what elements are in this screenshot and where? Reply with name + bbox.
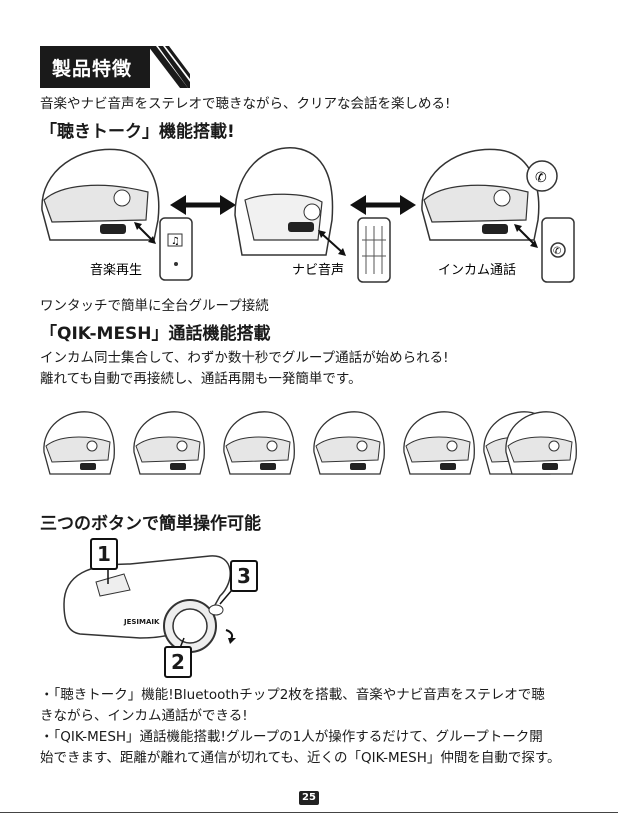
- note-line-3: ・「QIK-MESH」通話機能搭載!グループの1人が操作するだけて、グループトー…: [40, 729, 543, 745]
- note-line-2: きながら、インカム通話ができる!: [40, 708, 248, 724]
- helmet-icon: [43, 411, 115, 475]
- banner-stripes: [148, 46, 190, 88]
- section2-heading: 「QIK-MESH」通話機能搭載: [40, 324, 271, 344]
- section2-intro: ワンタッチで簡単に全台グループ接続: [40, 298, 269, 314]
- intercom-phone-icon: ✆: [541, 217, 575, 283]
- helmet-row: [43, 411, 577, 475]
- svg-text:✆: ✆: [535, 170, 547, 186]
- talk-feature-illustration: ♫ 音楽再生 ナビ音声 ✆: [41, 147, 575, 283]
- caption-intercom: インカム通話: [438, 262, 516, 278]
- label-button-3: 3: [230, 560, 258, 592]
- svg-text:✆: ✆: [553, 246, 561, 257]
- page-number: 25: [299, 791, 319, 805]
- section2-body-line2: 離れても自動で再接続し、通話再開も一発簡単です。: [40, 371, 362, 387]
- banner-box: [40, 46, 150, 88]
- section2-body-line1: インカム同士集合して、わずか数十秒でグループ通話が始められる!: [40, 350, 449, 366]
- section3-heading: 三つのボタンで簡単操作可能: [40, 514, 261, 534]
- note-line-1: ・「聴きトーク」機能!Bluetoothチップ2枚を搭載、音楽やナビ音声をステレ…: [40, 687, 545, 703]
- helmet-open-face-icon: [234, 147, 334, 256]
- section1-heading: 「聴きトーク」機能搭載!: [40, 122, 235, 142]
- helmet-icon: [421, 148, 540, 241]
- helmet-icon: [313, 411, 385, 475]
- caption-music: 音楽再生: [90, 262, 142, 278]
- label-button-1: 1: [90, 538, 118, 570]
- music-phone-icon: ♫: [159, 217, 193, 281]
- device-diagram: JESIMAIK 1 2 3: [60, 534, 280, 680]
- section-banner: 製品特徴: [40, 46, 190, 88]
- helmet-icon: [133, 411, 205, 475]
- navigation-phone-icon: [357, 217, 391, 283]
- helmet-icon: [223, 411, 295, 475]
- svg-text:♫: ♫: [171, 236, 180, 247]
- label-button-2: 2: [164, 646, 192, 678]
- caption-navigation: ナビ音声: [292, 262, 344, 278]
- note-line-4: 始できます、距離が離れて通信が切れても、近くの「QIK-MESH」仲間を自動で探…: [40, 750, 561, 766]
- helmet-icon: [41, 148, 160, 241]
- double-arrow-icon: [170, 195, 236, 215]
- bottom-rule: [0, 812, 618, 813]
- helmet-icon: [403, 411, 475, 475]
- phone-call-bubble-icon: ✆: [526, 160, 558, 192]
- device-brand: JESIMAIK: [124, 618, 160, 626]
- section1-intro: 音楽やナビ音声をステレオで聴きながら、クリアな会話を楽しめる!: [40, 96, 451, 112]
- banner-title: 製品特徴: [52, 58, 133, 80]
- double-arrow-icon: [350, 195, 416, 215]
